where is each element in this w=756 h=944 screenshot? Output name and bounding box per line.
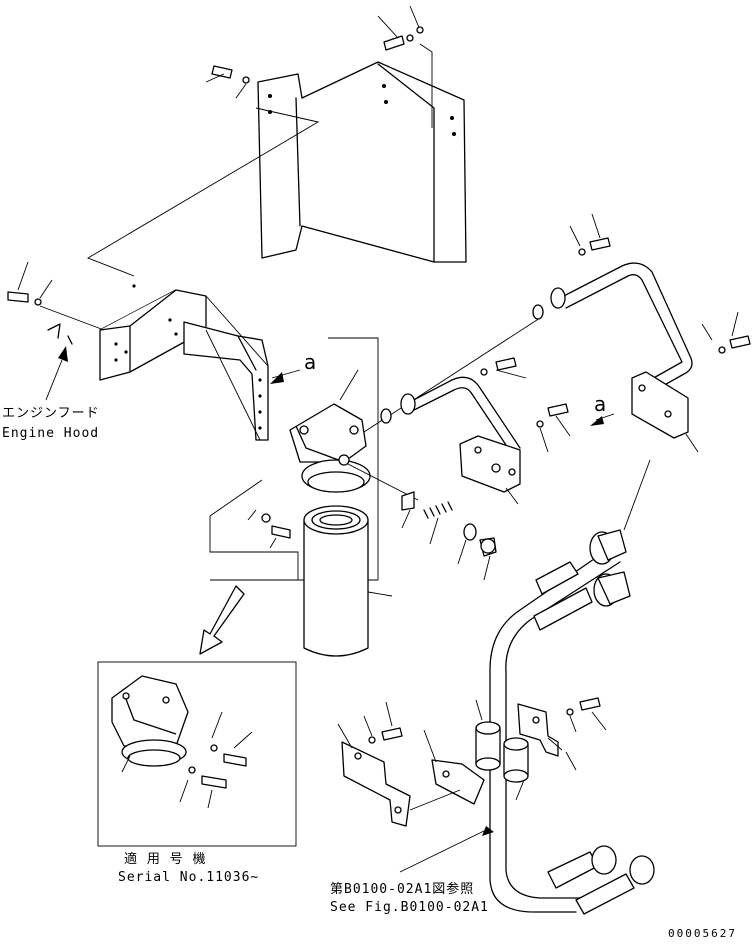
valve-parts (401, 491, 497, 557)
flange-plate-right (631, 371, 689, 439)
engine-hood-label-en: Engine Hood (2, 426, 100, 441)
drawing-number: 00005627 (668, 927, 737, 940)
see-fig-label-en: See Fig.B0100-02A1 (330, 900, 489, 915)
view-arrow-icon (199, 585, 245, 655)
top-bracket (257, 61, 467, 263)
serial-label-en: Serial No.11036~ (118, 870, 260, 885)
detail-view-box (97, 661, 297, 847)
engine-hood-label-jp: エンジンフード (2, 406, 100, 421)
top-bolt-right (377, 5, 424, 51)
lower-bracket-mid (431, 759, 485, 805)
see-fig-label-jp: 第B0100-02A1図参照 (330, 882, 475, 897)
filter-head-bolts (247, 509, 291, 549)
lower-bracket-left (341, 741, 411, 827)
pipe-bolts (480, 213, 751, 428)
serial-label-jp: 適 用 号 機 (124, 852, 207, 867)
view-a-label-left: a (304, 350, 317, 374)
support-bracket (183, 321, 269, 441)
top-bolt-left (205, 65, 250, 99)
flange-plate-center (459, 435, 521, 493)
filter-head (289, 403, 371, 493)
hose-clamps (475, 721, 529, 783)
hood-clip (47, 323, 73, 345)
engine-hood-plate (99, 284, 207, 381)
left-bolt (7, 261, 53, 306)
lower-bolts (363, 697, 607, 744)
lower-bracket-right (517, 703, 559, 757)
filter-cartridge (303, 505, 369, 657)
view-a-label-right: a (594, 392, 607, 416)
pipe-assembly (380, 262, 693, 449)
hose-assembly (489, 529, 655, 915)
